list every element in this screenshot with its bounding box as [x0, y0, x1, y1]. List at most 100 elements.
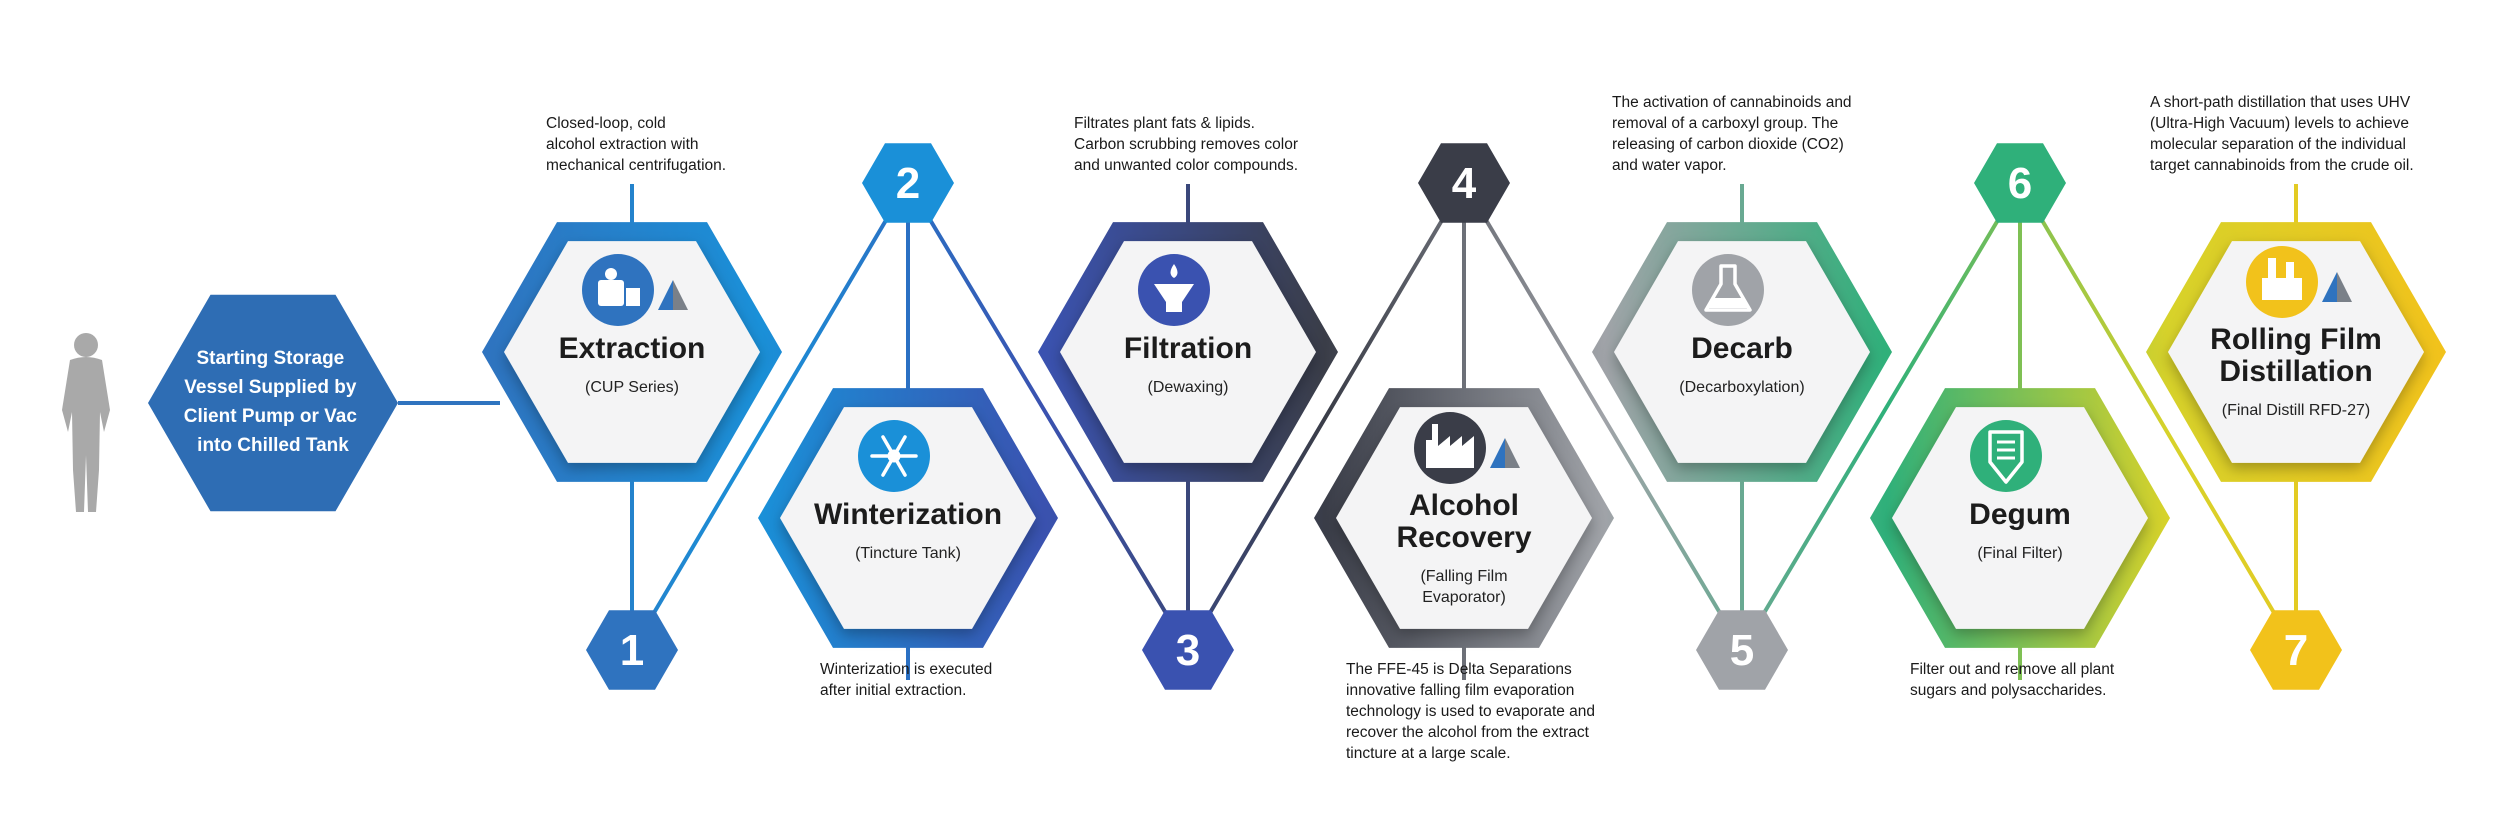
step-number: 7: [2284, 626, 2308, 675]
step-note-line: sugars and polysaccharides.: [1910, 682, 2106, 699]
step-note: Closed-loop, cold alcohol extraction with…: [546, 115, 726, 174]
start-hexagon: [148, 294, 398, 512]
step-card-hexagon: [2168, 241, 2424, 463]
step-cards: Extraction (CUP Series) Winterization(Tinc…: [504, 241, 2424, 629]
badge-hexagon: [586, 610, 678, 690]
step-card-hexagon: [780, 407, 1036, 629]
step-note: The FFE-45 is Delta Separations innovativ…: [1346, 661, 1595, 762]
step-title: Distillation: [2219, 355, 2372, 388]
step-note-line: removal of a carboxyl group. The: [1612, 115, 1838, 132]
connector-line: [1740, 181, 2022, 652]
step-card: Filtration (Dewaxing): [1060, 241, 1316, 463]
distillation-apparatus-icon: [2246, 246, 2318, 318]
step-title: Filtration: [1124, 332, 1252, 365]
step-number-badge: 3: [1142, 610, 1234, 690]
step-note-line: Filtrates plant fats & lipids.: [1074, 115, 1255, 132]
step-number-badges: 1 2 3 4 5 6 7: [586, 143, 2342, 690]
step-note-line: Winterization is executed: [820, 661, 992, 678]
step-card: Winterization(Tincture Tank): [780, 407, 1036, 629]
connector-line: [2018, 181, 2298, 652]
step-title: Degum: [1969, 498, 2071, 531]
triangle-logo-icon: [2322, 272, 2352, 302]
centrifuge-machine-icon: [582, 254, 654, 326]
step-note-line: and unwanted color compounds.: [1074, 157, 1298, 174]
step-note-line: releasing of carbon dioxide (CO2): [1612, 136, 1844, 153]
snowflake-icon: [858, 420, 930, 492]
step-card-hexagon: [504, 241, 760, 463]
badge-hexagon: [1696, 610, 1788, 690]
step-note-line: tincture at a large scale.: [1346, 745, 1511, 762]
triangle-logo-icon: [1490, 438, 1520, 468]
step-subtitle: (Falling Film: [1420, 568, 1507, 585]
step-note-line: Filter out and remove all plant: [1910, 661, 2115, 678]
step-note-line: molecular separation of the individual: [2150, 136, 2406, 153]
badge-hexagon: [1142, 610, 1234, 690]
triangle-logo-icon: [658, 280, 688, 310]
step-number: 1: [620, 626, 644, 675]
connector-line: [1462, 181, 1744, 652]
step-number: 6: [2008, 159, 2032, 208]
step-note: Filter out and remove all plant sugars an…: [1910, 661, 2115, 699]
step-title: Rolling Film: [2210, 323, 2382, 356]
step-note-line: The activation of cannabinoids and: [1612, 94, 1852, 111]
step-note-line: Closed-loop, cold: [546, 115, 666, 132]
step-note-line: recover the alcohol from the extract: [1346, 724, 1590, 741]
step-descriptions: Closed-loop, cold alcohol extraction with…: [546, 94, 2414, 762]
step-note-line: (Ultra-High Vacuum) levels to achieve: [2150, 115, 2409, 132]
step-subtitle: (CUP Series): [585, 379, 679, 396]
badge-hexagon: [1974, 143, 2066, 223]
step-number: 3: [1176, 626, 1200, 675]
step-subtitle: Evaporator): [1422, 589, 1506, 606]
person-silhouette-icon: [62, 333, 110, 512]
step-subtitle: (Dewaxing): [1148, 379, 1229, 396]
step-title: Extraction: [559, 332, 706, 365]
step-subtitle: (Final Filter): [1977, 545, 2062, 562]
filter-cartridge-icon: [1970, 420, 2042, 492]
step-number: 4: [1452, 159, 1477, 208]
step-note-line: The FFE-45 is Delta Separations: [1346, 661, 1572, 678]
step-card: Extraction (CUP Series): [504, 241, 760, 463]
step-note-line: A short-path distillation that uses UHV: [2150, 94, 2411, 111]
step-number-badge: 1: [586, 610, 678, 690]
step-card-hexagon: [1892, 407, 2148, 629]
start-label-line: into Chilled Tank: [197, 435, 349, 456]
start-label-line: Vessel Supplied by: [184, 377, 357, 398]
step-number-badge: 7: [2250, 610, 2342, 690]
step-number-badge: 6: [1974, 143, 2066, 223]
step-note-line: after initial extraction.: [820, 682, 966, 699]
step-card-hexagon: [1614, 241, 1870, 463]
step-card: Degum (Final Filter): [1892, 407, 2148, 629]
step-title: Alcohol: [1409, 489, 1519, 522]
step-card: Decarb (Decarboxylation): [1614, 241, 1870, 463]
start-label-line: Starting Storage: [196, 348, 344, 369]
step-note-line: innovative falling film evaporation: [1346, 682, 1574, 699]
badge-hexagon: [862, 143, 954, 223]
step-number: 2: [896, 159, 920, 208]
step-title: Decarb: [1691, 332, 1793, 365]
step-number: 5: [1730, 626, 1754, 675]
factory-icon: [1414, 412, 1486, 484]
step-note-line: Carbon scrubbing removes color: [1074, 136, 1298, 153]
starting-storage-vessel-node: Starting Storage Vessel Supplied by Clie…: [148, 294, 398, 512]
step-note-line: mechanical centrifugation.: [546, 157, 726, 174]
start-label-line: Client Pump or Vac: [184, 406, 358, 427]
step-subtitle: (Tincture Tank): [855, 545, 961, 562]
funnel-filter-icon: [1138, 254, 1210, 326]
connector-line: [1186, 181, 1466, 652]
step-number-badge: 2: [862, 143, 954, 223]
step-number-badge: 4: [1418, 143, 1510, 223]
step-note-line: alcohol extraction with: [546, 136, 699, 153]
step-subtitle: (Decarboxylation): [1679, 379, 1804, 396]
step-note: The activation of cannabinoids and remova…: [1612, 94, 1852, 174]
badge-hexagon: [2250, 610, 2342, 690]
badge-hexagon: [1418, 143, 1510, 223]
step-note-line: technology is used to evaporate and: [1346, 703, 1595, 720]
step-note: Winterization is executed after initial e…: [820, 661, 992, 699]
step-note-line: and water vapor.: [1612, 157, 1727, 174]
connector-line: [906, 181, 1190, 652]
step-note: A short-path distillation that uses UHV (…: [2150, 94, 2414, 174]
start-label: Starting Storage Vessel Supplied by Clie…: [184, 348, 362, 456]
